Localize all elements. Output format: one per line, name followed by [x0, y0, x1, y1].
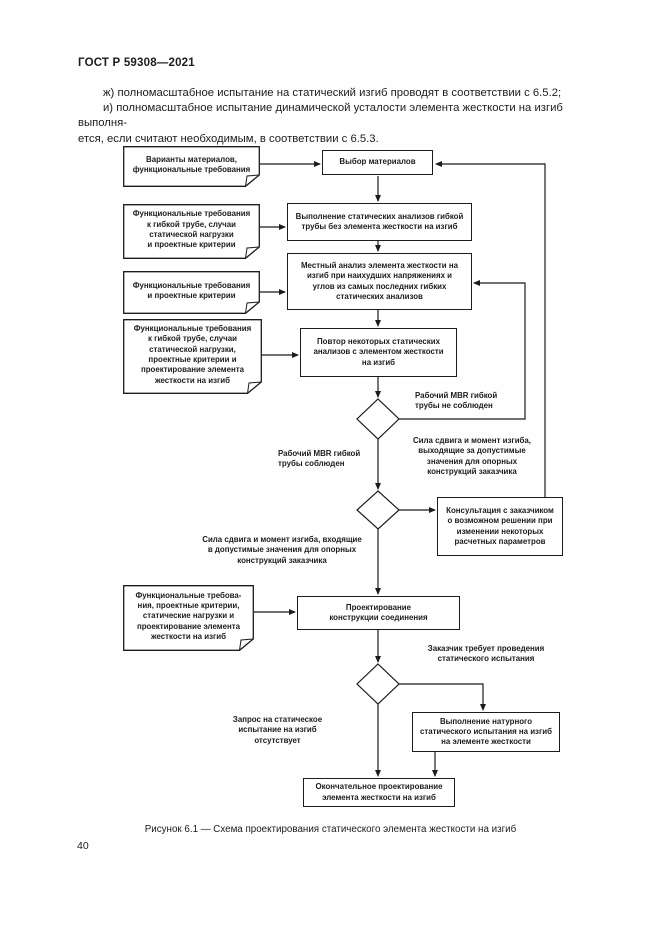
box-full-scale-test: Выполнение натурного статического испыта… [412, 712, 560, 752]
decision-diamond-mbr [356, 398, 400, 440]
note-shape [123, 271, 260, 314]
box-repeat-analyses: Повтор некоторых статических анализов с … [300, 328, 457, 377]
note-text: Функциональные требования и проектные кр… [132, 280, 251, 300]
note-text: Функциональные требования к гибкой трубе… [133, 324, 252, 385]
label-loads-exceeding: Сила сдвига и момент изгиба, выходящие з… [412, 436, 531, 476]
label-loads-within: Сила сдвига и момент изгиба, входящие в … [202, 535, 362, 565]
body-line: ж) полномасштабное испытание на статичес… [103, 87, 562, 99]
label-no-test-request: Запрос на статическое испытание на изгиб… [232, 715, 323, 745]
doc-header: ГОСТ Р 59308—2021 [78, 57, 195, 69]
note-func-pipe-design: Функциональные требования к гибкой трубе… [123, 319, 262, 394]
note-shape [123, 146, 260, 187]
note-text: Варианты материалов, функциональные треб… [132, 154, 251, 174]
box-select-materials: Выбор материалов [322, 150, 433, 175]
note-variants-materials: Варианты материалов, функциональные треб… [123, 146, 260, 187]
note-func-criteria: Функциональные требования и проектные кр… [123, 271, 260, 314]
note-shape [123, 204, 260, 259]
figure-caption: Рисунок 6.1 — Схема проектирования стати… [144, 824, 517, 835]
page-number: 40 [77, 840, 89, 852]
connector-consult-loop [435, 161, 546, 497]
box-static-analyses: Выполнение статических анализов гибкой т… [287, 203, 472, 241]
label-client-requires-test: Заказчик требует проведения статического… [427, 644, 545, 664]
note-text: Функциональные требова- ния, проектные к… [135, 590, 242, 641]
decision-diamond-test [356, 663, 400, 705]
note-text: Функциональные требования к гибкой трубе… [132, 209, 251, 250]
box-consult-client: Консультация с заказчиком о возможном ре… [437, 497, 563, 556]
note-func-pipe-criteria: Функциональные требования к гибкой трубе… [123, 204, 260, 259]
body-line: и) полномасштабное испытание динамическо… [78, 102, 563, 130]
body-paragraph: ж) полномасштабное испытание на статичес… [78, 86, 590, 147]
box-final-design: Окончательное проектирование элемента же… [303, 778, 455, 807]
note-func-static-design: Функциональные требова- ния, проектные к… [123, 585, 254, 651]
connector-mbr-not-met-loop [399, 280, 526, 420]
note-shape [123, 585, 254, 651]
label-mbr-not-met: Рабочий MBR гибкой трубы не соблюден [415, 391, 498, 411]
box-local-analysis: Местный анализ элемента жесткости на изг… [287, 253, 472, 310]
decision-diamond-loads [356, 490, 400, 530]
body-line: ется, если считают необходимым, в соотве… [78, 132, 379, 145]
label-mbr-met: Рабочий MBR гибкой трубы соблюден [278, 449, 361, 469]
box-joint-design: Проектирование конструкции соединения [297, 596, 460, 630]
connector-test-branch [399, 683, 486, 711]
note-shape [123, 319, 262, 394]
